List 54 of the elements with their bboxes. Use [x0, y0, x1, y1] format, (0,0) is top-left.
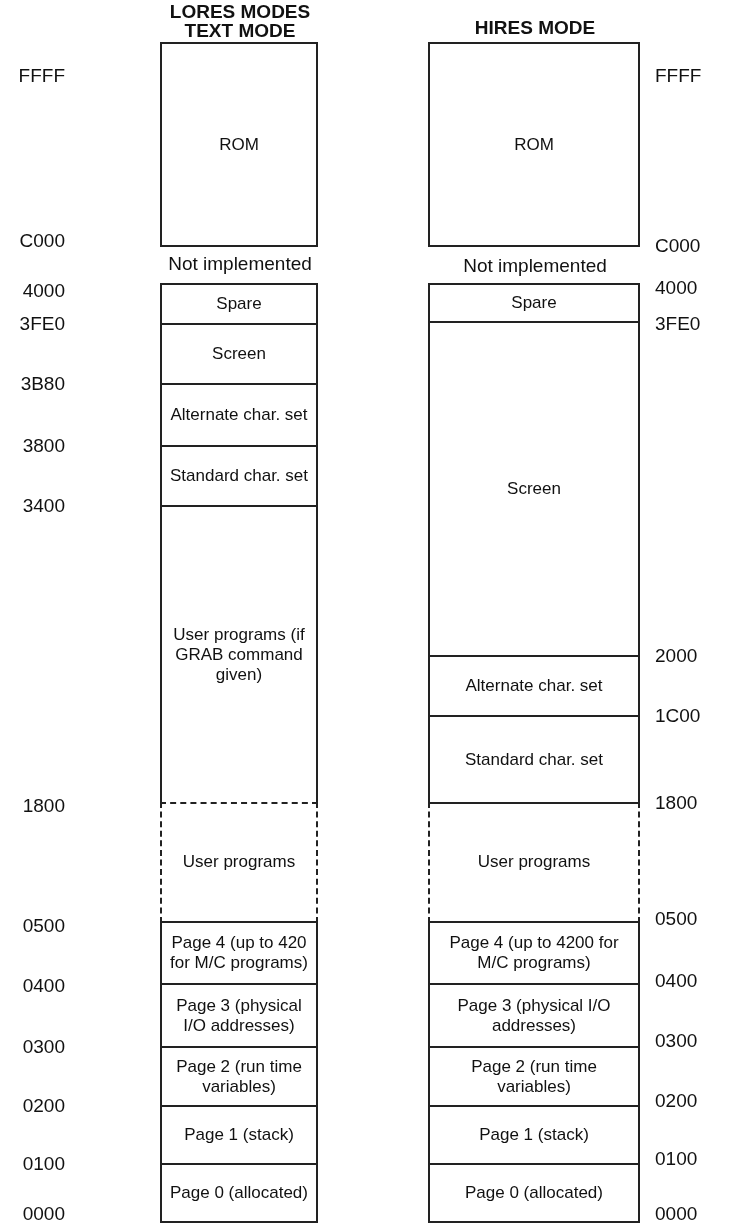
memory-region: Page 1 (stack) — [160, 1105, 318, 1165]
address-label: 0300 — [655, 1029, 698, 1052]
memory-region: Spare — [428, 283, 640, 323]
column-heading: HIRES MODE — [473, 18, 597, 37]
address-label: 0400 — [655, 969, 698, 992]
address-label: 1800 — [655, 791, 698, 814]
memory-region: Alternate char. set — [428, 655, 640, 717]
memory-region: ROM — [160, 42, 318, 247]
address-label: FFFF — [655, 64, 702, 87]
address-label: 0200 — [22, 1094, 65, 1117]
memory-region: Page 4 (up to 420 for M/C programs) — [160, 921, 318, 985]
memory-region: Page 3 (physical I/O addresses) — [428, 983, 640, 1048]
address-label: 0500 — [655, 907, 698, 930]
address-label: 0500 — [22, 914, 65, 937]
memory-region: Page 2 (run time variables) — [428, 1046, 640, 1107]
memory-region: Page 3 (physical I/O addresses) — [160, 983, 318, 1048]
memory-region: Page 1 (stack) — [428, 1105, 640, 1165]
address-label: 1C00 — [655, 704, 701, 727]
memory-region: Screen — [428, 321, 640, 657]
memory-region: Page 0 (allocated) — [428, 1163, 640, 1223]
address-label: C000 — [19, 229, 65, 252]
memory-region: Page 0 (allocated) — [160, 1163, 318, 1223]
region-note: Not implemented — [462, 254, 608, 277]
memory-region: Page 2 (run time variables) — [160, 1046, 318, 1107]
address-label: 0000 — [655, 1202, 698, 1225]
region-note: Not implemented — [167, 252, 313, 275]
address-label: 3FE0 — [19, 312, 65, 335]
memory-region: Standard char. set — [160, 445, 318, 507]
memory-region: User programs (if GRAB command given) — [160, 505, 318, 804]
address-label: FFFF — [18, 64, 65, 87]
memory-region: Alternate char. set — [160, 383, 318, 447]
memory-region: Standard char. set — [428, 715, 640, 804]
address-label: 0000 — [22, 1202, 65, 1225]
memory-region: Screen — [160, 323, 318, 385]
address-label: 3400 — [22, 494, 65, 517]
address-label: 4000 — [22, 279, 65, 302]
memory-region: ROM — [428, 42, 640, 247]
column-heading: LORES MODES TEXT MODE — [168, 2, 312, 40]
memory-region: User programs — [428, 802, 640, 923]
address-label: 2000 — [655, 644, 698, 667]
address-label: 0400 — [22, 974, 65, 997]
address-label: 0200 — [655, 1089, 698, 1112]
address-label: 4000 — [655, 276, 698, 299]
address-label: 0100 — [655, 1147, 698, 1170]
address-label: 3800 — [22, 434, 65, 457]
address-label: 0100 — [22, 1152, 65, 1175]
address-label: 1800 — [22, 794, 65, 817]
address-label: 3B80 — [20, 372, 65, 395]
address-label: 0300 — [22, 1035, 65, 1058]
address-label: C000 — [655, 234, 701, 257]
address-label: 3FE0 — [655, 312, 701, 335]
memory-region: Spare — [160, 283, 318, 325]
memory-region: Page 4 (up to 4200 for M/C programs) — [428, 921, 640, 985]
memory-region: User programs — [160, 802, 318, 923]
